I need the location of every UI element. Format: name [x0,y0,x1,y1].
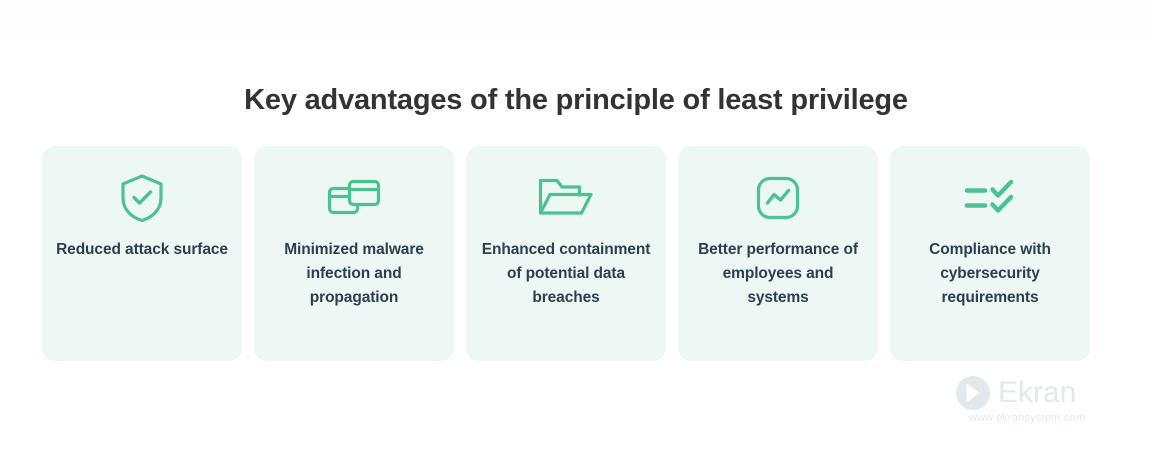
advantage-card-compliance: Compliance with cybersecurity requiremen… [890,146,1090,361]
watermark-url: www.ekransystem.com [968,412,1086,424]
top-band [0,0,1152,43]
advantage-card-label: Compliance with cybersecurity requiremen… [929,241,1051,306]
advantage-card-reduced-attack-surface: Reduced attack surface [42,146,242,361]
open-folder-icon [466,172,666,224]
advantage-card-label: Better performance of employees and syst… [698,241,858,306]
page-title: Key advantages of the principle of least… [244,84,908,116]
shield-check-icon [42,172,242,224]
checklist-icon [890,172,1090,224]
watermark-brand: Ekran [998,376,1077,409]
advantage-card-label: Reduced attack surface [56,241,228,258]
overlapping-windows-icon [254,172,454,224]
performance-chart-icon [678,172,878,224]
advantage-card-label: Enhanced containment of potential data b… [481,241,651,306]
advantage-card-better-performance: Better performance of employees and syst… [678,146,878,361]
advantage-card-enhanced-containment: Enhanced containment of potential data b… [466,146,666,361]
advantage-card-minimized-malware: Minimized malware infection and propagat… [254,146,454,361]
advantages-card-grid: Reduced attack surface Minimized malware… [42,146,1090,361]
watermark-logo-row: Ekran [955,375,1105,411]
chevron-circle-icon [956,376,990,410]
advantage-card-label: Minimized malware infection and propagat… [284,241,424,306]
watermark: Ekran www.ekransystem.com [955,375,1105,425]
